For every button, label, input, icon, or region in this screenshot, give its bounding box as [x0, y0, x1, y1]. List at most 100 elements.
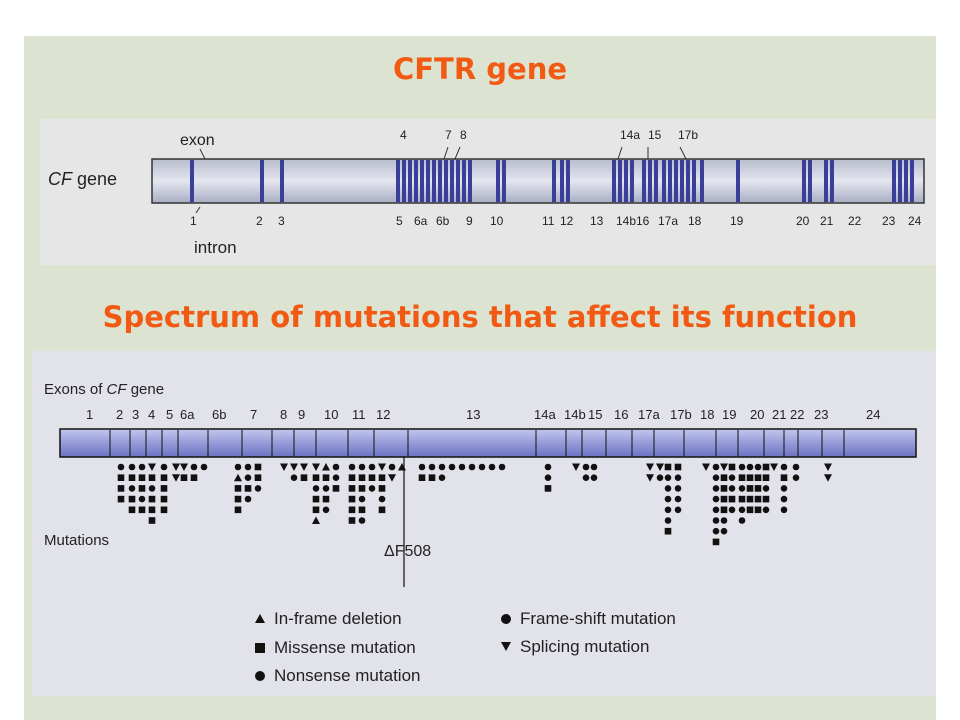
nonsense-or-frameshift-mark — [720, 517, 728, 524]
intron-label: intron — [194, 238, 237, 257]
splicing-mark — [180, 463, 188, 471]
nonsense-or-frameshift-mark — [664, 506, 672, 514]
nonsense-or-frameshift-mark — [244, 474, 252, 481]
nonsense-or-frameshift-mark — [138, 495, 146, 503]
missense-mark — [312, 474, 320, 481]
exon-stripe — [450, 160, 454, 202]
exon-top-label: 17b — [678, 128, 698, 142]
legend-item: Missense mutation — [255, 638, 416, 657]
missense-mark — [180, 474, 188, 481]
splicing-icon — [501, 642, 511, 651]
missense-mark — [148, 495, 156, 503]
nonsense-or-frameshift-mark — [582, 474, 590, 481]
slide-subtitle: Spectrum of mutations that affect its fu… — [102, 300, 858, 334]
splicing-mark — [172, 463, 180, 471]
nonsense-or-frameshift-mark — [792, 463, 800, 471]
exon-stripe — [824, 160, 828, 202]
exon-stripe — [612, 160, 616, 202]
exon-stripe — [642, 160, 646, 202]
exon-stripe — [396, 160, 400, 202]
splicing-mark — [646, 463, 654, 471]
splicing-mark — [720, 463, 728, 471]
exon-stripe — [408, 160, 412, 202]
exon-number-label: 6b — [212, 407, 226, 422]
exon-stripe — [692, 160, 696, 202]
nonsense-or-frameshift-mark — [488, 463, 496, 471]
nonsense-or-frameshift-mark — [754, 463, 762, 471]
exon-bottom-label: 11 — [542, 214, 555, 228]
exon-top-label: 4 — [400, 128, 407, 142]
nonsense-or-frameshift-mark — [544, 474, 552, 481]
missense-mark — [780, 474, 788, 481]
exon-label: exon — [180, 132, 215, 149]
exon-stripe — [560, 160, 564, 202]
exon-stripe — [462, 160, 466, 202]
missense-mark — [720, 495, 728, 503]
nonsense-or-frameshift-mark — [200, 463, 208, 471]
missense-mark — [738, 474, 746, 481]
exon-number-label: 14b — [564, 407, 586, 422]
nonsense-or-frameshift-mark — [117, 463, 125, 471]
missense-mark — [234, 506, 242, 514]
splicing-mark — [646, 474, 654, 482]
nonsense-or-frameshift-mark — [762, 506, 770, 514]
missense-mark — [348, 517, 356, 524]
exon-stripe — [456, 160, 460, 202]
missense-mark — [117, 495, 125, 503]
exon-stripe — [618, 160, 622, 202]
exon-bottom-label: 6a — [414, 214, 428, 228]
missense-mark — [312, 506, 320, 514]
nonsense-or-frameshift-mark — [244, 463, 252, 471]
missense-mark — [300, 474, 308, 481]
exon-number-label: 24 — [866, 407, 880, 422]
nonsense-or-frameshift-mark — [656, 474, 664, 481]
missense-mark — [244, 485, 252, 492]
missense-mark — [128, 495, 136, 503]
exon-stripe — [662, 160, 666, 202]
exon-top-label: 14a — [620, 128, 640, 142]
missense-mark — [148, 517, 156, 524]
missense-mark — [728, 495, 736, 503]
exon-number-label: 23 — [814, 407, 828, 422]
nonsense-or-frameshift-mark — [322, 485, 330, 492]
nonsense-or-frameshift-mark — [368, 485, 376, 492]
nonsense-or-frameshift-mark — [712, 463, 720, 471]
nonsense-or-frameshift-mark — [712, 474, 720, 481]
exon-stripe — [630, 160, 634, 202]
legend-item: Nonsense mutation — [255, 666, 420, 685]
missense-mark — [190, 474, 198, 481]
missense-mark — [378, 474, 386, 481]
missense-mark — [348, 485, 356, 492]
missense-mark — [160, 485, 168, 492]
exon-number-label: 10 — [324, 407, 338, 422]
circle-icon — [255, 671, 265, 681]
exon-number-label: 13 — [466, 407, 480, 422]
exon-bottom-label: 13 — [590, 214, 604, 228]
splicing-mark — [312, 463, 320, 471]
nonsense-or-frameshift-mark — [544, 463, 552, 471]
legend-label: Missense mutation — [274, 638, 416, 657]
exon-number-label: 6a — [180, 407, 195, 422]
missense-mark — [322, 474, 330, 481]
nonsense-or-frameshift-mark — [358, 517, 366, 524]
nonsense-or-frameshift-mark — [190, 463, 198, 471]
nonsense-or-frameshift-mark — [438, 463, 446, 471]
nonsense-or-frameshift-mark — [780, 495, 788, 503]
exon-stripe — [566, 160, 570, 202]
exon-stripe — [552, 160, 556, 202]
exon-number-label: 16 — [614, 407, 628, 422]
missense-mark — [128, 474, 136, 481]
exon-stripe — [468, 160, 472, 202]
nonsense-or-frameshift-mark — [780, 506, 788, 514]
exon-stripe — [808, 160, 812, 202]
nonsense-or-frameshift-mark — [128, 485, 136, 492]
nonsense-or-frameshift-mark — [780, 463, 788, 471]
nonsense-or-frameshift-mark — [590, 463, 598, 471]
nonsense-or-frameshift-mark — [664, 485, 672, 492]
missense-mark — [254, 463, 262, 471]
exon-number-label: 5 — [166, 407, 173, 422]
